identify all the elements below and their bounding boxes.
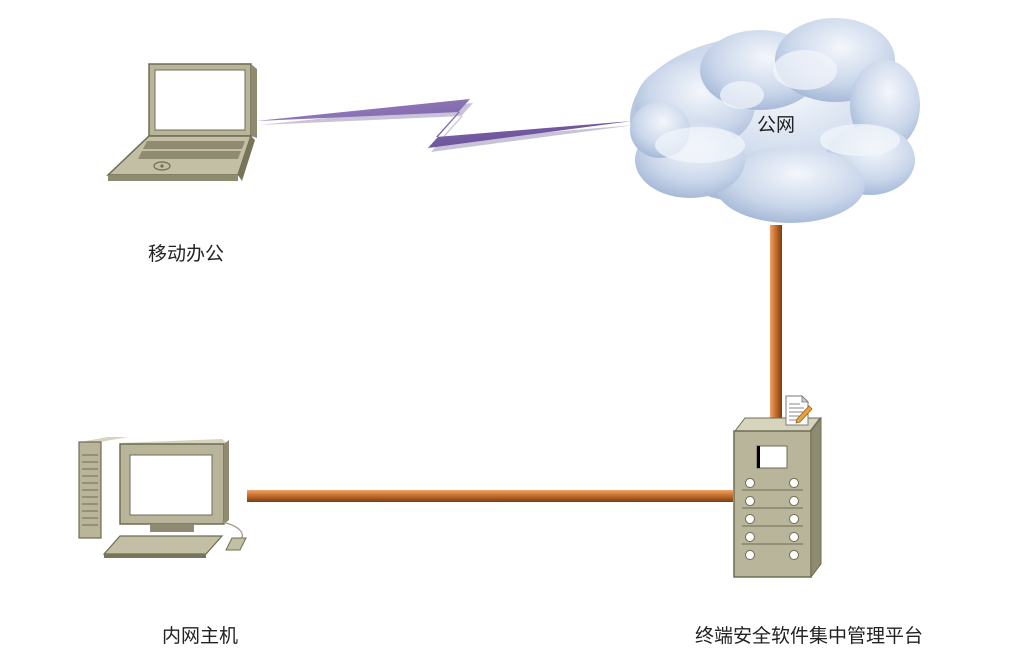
server-icon	[733, 416, 822, 579]
document-edit-icon	[785, 395, 813, 426]
laptop-icon	[106, 63, 257, 181]
node-label-public-network: 公网	[757, 114, 796, 136]
node-label-intranet-host: 内网主机	[162, 625, 239, 647]
node-label-management-platform: 终端安全软件集中管理平台	[695, 625, 924, 647]
edge-laptop-to-cloud	[256, 99, 635, 152]
edge-intranet-to-platform	[247, 490, 733, 502]
node-label-mobile-office: 移动办公	[148, 243, 225, 265]
desktop-computer-icon	[78, 437, 247, 558]
edge-cloud-to-platform	[770, 225, 782, 421]
cloud-icon	[630, 18, 920, 223]
